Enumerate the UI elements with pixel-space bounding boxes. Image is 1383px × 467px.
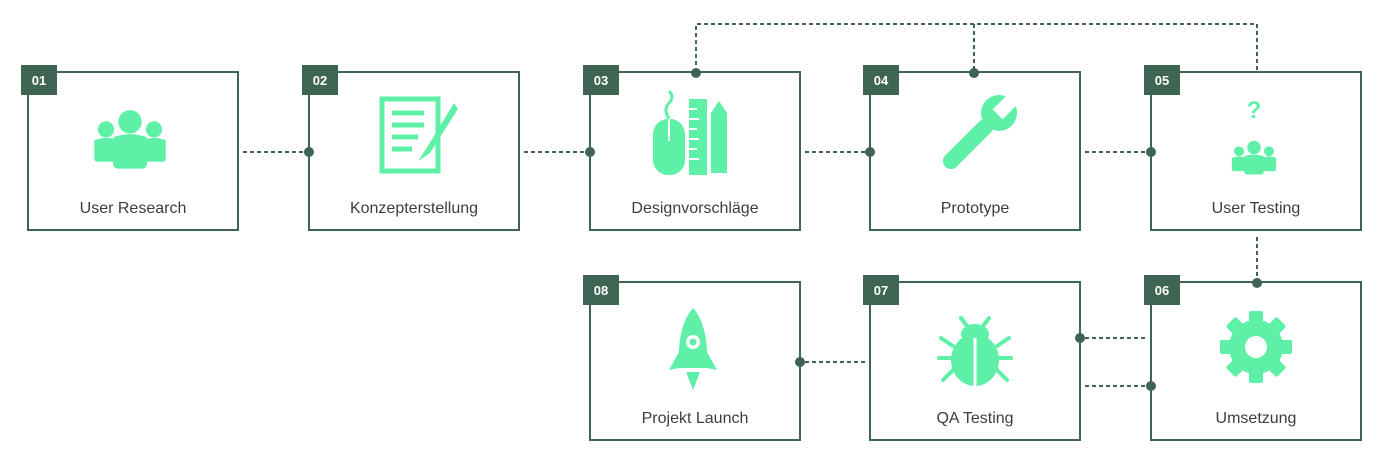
connector-dot [691,68,701,78]
step-label: Designvorschläge [631,200,758,217]
step-number-badge [863,65,899,95]
step-number: 03 [594,73,608,88]
connector-dot [1146,381,1156,391]
step-label: Projekt Launch [642,410,749,427]
step-number-badge [21,65,57,95]
bug-icon [937,316,1013,386]
connector-dot [1252,278,1262,288]
design-tools-icon [653,89,727,175]
step-label: User Research [80,200,187,217]
rocket-icon [669,308,717,390]
step-number: 08 [594,283,608,298]
step-number: 02 [313,73,327,88]
people-question-icon: ? [1231,97,1277,175]
connector-dot [304,147,314,157]
step-label: QA Testing [936,410,1013,427]
step-number: 07 [874,283,888,298]
wrench-icon [942,92,1020,170]
step-label: User Testing [1212,200,1301,217]
connector-feedback-loop [695,23,1258,72]
step-box-01: 01 User Research [21,65,239,231]
step-box-06: 06 Umsetzung [1144,275,1362,441]
step-box-04: 04 Prototype [863,65,1081,231]
connectors [243,23,1258,387]
step-box-07: 07 QA Testing [863,275,1081,441]
step-box-02: 02 Konzepterstellung [302,65,520,231]
gear-icon [1220,311,1292,383]
step-number: 04 [874,73,889,88]
svg-text:?: ? [1247,97,1262,124]
connector-dot [865,147,875,157]
step-box-08: 08 Projekt Launch [583,275,801,441]
step-label: Konzepterstellung [350,200,478,217]
step-number: 01 [32,73,46,88]
step-number-badge [863,275,899,305]
connector-dot [585,147,595,157]
step-number-badge [302,65,338,95]
step-number-badge [583,275,619,305]
step-number-badge [583,65,619,95]
connector-dots [304,68,1262,391]
step-number-badge [1144,65,1180,95]
step-label: Prototype [941,200,1010,217]
step-box-05: 05 ? User Testing [1144,65,1362,231]
step-number: 06 [1155,283,1169,298]
step-box-03: 03 Designvorschläge [583,65,801,231]
connector-dot [795,357,805,367]
connector-dot [1075,333,1085,343]
connector-dot [969,68,979,78]
step-label: Umsetzung [1216,410,1297,427]
document-edit-icon [379,96,458,174]
step-number: 05 [1155,73,1169,88]
step-number-badge [1144,275,1180,305]
connector-dot [1146,147,1156,157]
